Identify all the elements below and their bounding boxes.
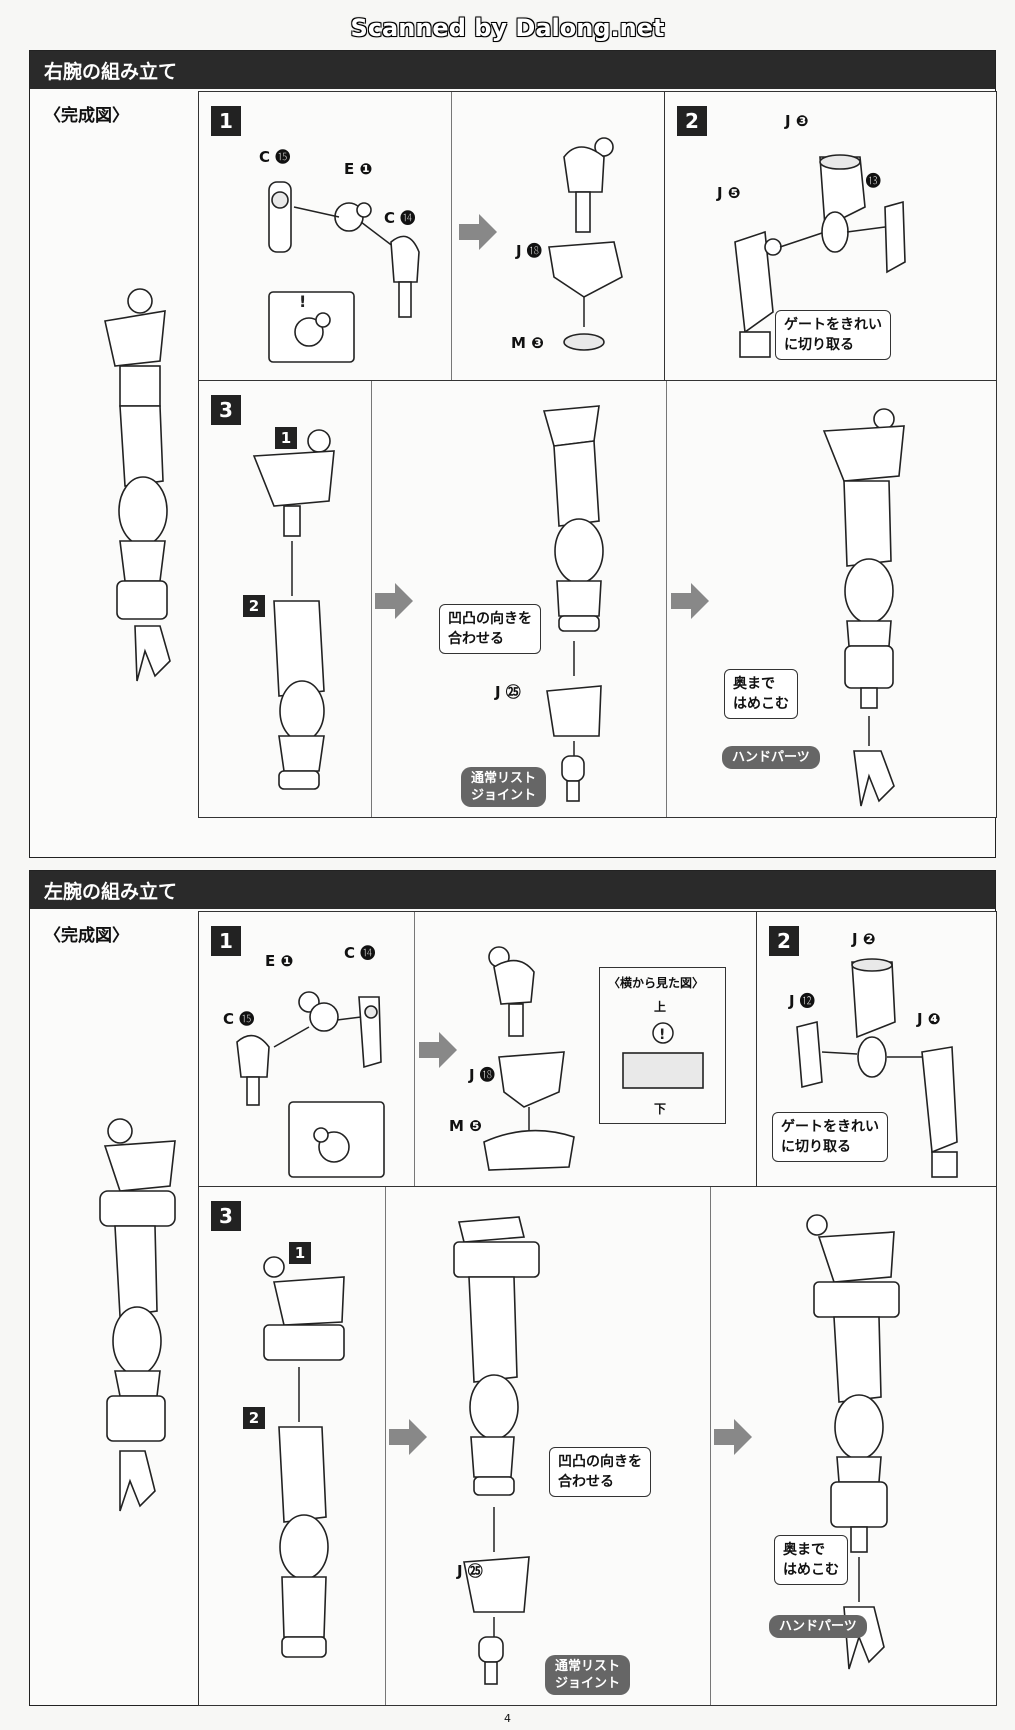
- alignment-note: 凹凸の向きを 合わせる: [549, 1447, 651, 1497]
- alignment-note: 凹凸の向きを 合わせる: [439, 604, 541, 654]
- step3-wrist-illustration: [542, 405, 604, 802]
- part-label-c15: C ⓯: [259, 148, 291, 166]
- part-label-c14: C ⓮: [344, 944, 376, 962]
- section-header: 右腕の組み立て: [30, 51, 995, 89]
- substep-number: 2: [243, 595, 265, 617]
- part-label-c15: C ⓯: [223, 1010, 255, 1028]
- step-number: 2: [677, 106, 707, 136]
- page-number: 4: [504, 1712, 511, 1725]
- step-number: 3: [211, 1201, 241, 1231]
- divider: [414, 912, 415, 1188]
- substep-number: 2: [243, 1407, 265, 1429]
- hand-parts-label: ハンドパーツ: [722, 746, 820, 769]
- part-label-m5: M ❺: [449, 1117, 482, 1135]
- part-label-j12: J ⓬: [789, 992, 815, 1010]
- left-step1-panel: 1 E ❶ C ⓮ C ⓯ J ⓲ M: [198, 911, 759, 1189]
- part-label-j5: J ❺: [717, 184, 741, 202]
- step-number: 2: [769, 926, 799, 956]
- step1-assembly-illustration: [548, 137, 623, 351]
- step1-parts-illustration: [236, 991, 385, 1178]
- completed-left-arm-illustration: [99, 1118, 176, 1512]
- step-number: 1: [211, 926, 241, 956]
- arrow-icon: [714, 1419, 752, 1455]
- divider: [666, 381, 667, 817]
- side-view-title: 〈横から見た図〉: [608, 976, 705, 990]
- part-label-e1: E ❶: [344, 160, 373, 178]
- side-view-bottom-label: 下: [654, 1102, 667, 1116]
- section-title: 右腕の組み立て: [44, 61, 178, 83]
- right-step1-panel: 1 C ⓯ E ❶ C ⓮ ! J: [198, 91, 667, 383]
- divider: [710, 1187, 711, 1705]
- step2-parts-illustration: [734, 154, 906, 358]
- left-step2-panel: 2 J ❷ J ⓬ J ❹ ゲートをきれい に切り取る: [756, 911, 997, 1189]
- part-label-e1: E ❶: [265, 952, 294, 970]
- right-step2-panel: 2 J ❸ J ❺ J ⓭ ゲートをきれい に切り取る: [664, 91, 997, 383]
- step1-parts-illustration: !: [268, 181, 420, 363]
- insert-fully-note: 奥まで はめこむ: [774, 1535, 848, 1585]
- section-header: 左腕の組み立て: [30, 871, 995, 909]
- svg-text:!: !: [659, 1027, 665, 1043]
- substep-number: 1: [289, 1242, 311, 1264]
- gate-trim-note: ゲートをきれい に切り取る: [772, 1112, 888, 1162]
- divider: [371, 381, 372, 817]
- step1-assembly-illustration: [483, 946, 575, 1171]
- complete-figure-label: 〈完成図〉: [44, 926, 129, 946]
- part-label-c14: C ⓮: [384, 209, 416, 227]
- right-arm-section: 右腕の組み立て 〈完成図〉 1 C ⓯ E ❶ C ⓮ !: [29, 50, 997, 858]
- side-view-inset: 〈横から見た図〉 上 ! 下: [599, 967, 726, 1124]
- completed-right-arm-illustration: [104, 288, 171, 682]
- part-label-j25: J ㉕: [457, 1562, 483, 1580]
- watermark: Scanned by Dalong.net: [350, 14, 665, 42]
- arrow-icon: [419, 1032, 457, 1068]
- arrow-icon: [389, 1419, 427, 1455]
- divider: [385, 1187, 386, 1705]
- insert-fully-note: 奥まで はめこむ: [724, 669, 798, 719]
- left-step3-panel: 3 1 2 凹凸の向きを: [198, 1186, 997, 1706]
- arrow-icon: [375, 583, 413, 619]
- step3-subassemblies-illustration: [263, 1256, 345, 1658]
- standard-wrist-joint-label: 通常リスト ジョイント: [545, 1655, 631, 1695]
- hand-parts-label: ハンドパーツ: [769, 1615, 867, 1638]
- part-label-j18: J ⓲: [469, 1066, 495, 1084]
- svg-text:!: !: [299, 292, 306, 311]
- step3-wrist-illustration: [453, 1216, 540, 1685]
- gate-trim-note: ゲートをきれい に切り取る: [775, 310, 891, 360]
- step2-parts-illustration: [796, 958, 958, 1178]
- arrow-icon: [459, 214, 497, 250]
- part-label-j25: J ㉕: [495, 683, 521, 701]
- part-label-m3: M ❸: [511, 334, 544, 352]
- left-arm-section: 左腕の組み立て 〈完成図〉 1 E ❶ C ⓮ C ⓯: [29, 870, 997, 1706]
- part-label-j4: J ❹: [917, 1010, 941, 1028]
- part-label-j18: J ⓲: [516, 242, 542, 260]
- section-title: 左腕の組み立て: [44, 881, 178, 903]
- part-label-j3: J ❸: [785, 112, 809, 130]
- step3-subassemblies-illustration: [252, 429, 335, 790]
- side-view-illustration: !: [622, 1022, 704, 1089]
- complete-figure-label: 〈完成図〉: [44, 106, 129, 126]
- step-number: 3: [211, 395, 241, 425]
- step-number: 1: [211, 106, 241, 136]
- part-label-j2: J ❷: [852, 930, 876, 948]
- side-view-top-label: 上: [654, 1000, 667, 1014]
- standard-wrist-joint-label: 通常リスト ジョイント: [461, 767, 547, 807]
- substep-number: 1: [275, 427, 297, 449]
- right-step3-panel: 3 1 2 凹凸の向きを 合わせる: [198, 380, 997, 818]
- step3-final-assembly-illustration: [806, 1214, 900, 1670]
- divider: [451, 92, 452, 382]
- arrow-icon: [671, 583, 709, 619]
- step3-final-assembly-illustration: [822, 408, 905, 807]
